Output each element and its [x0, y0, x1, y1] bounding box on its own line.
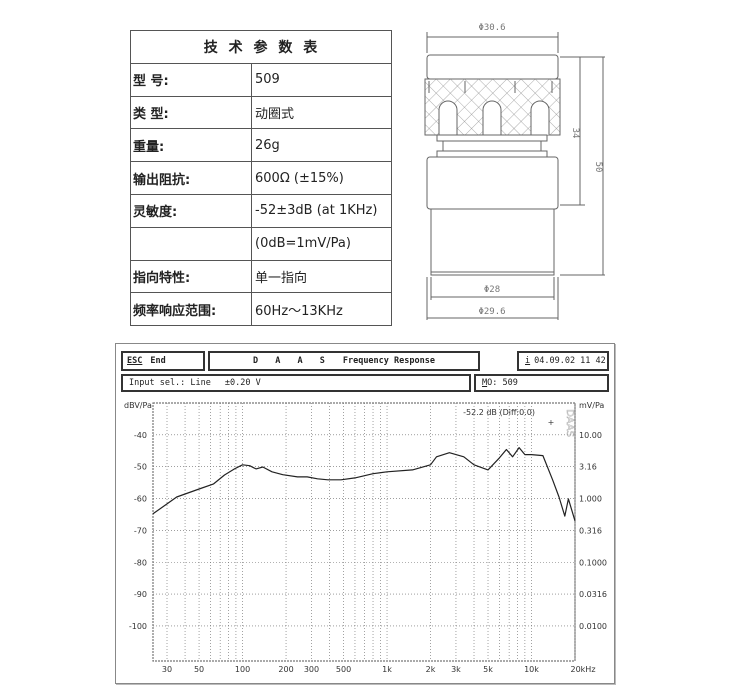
response-curve: [152, 446, 576, 522]
spec-label: 重量:: [130, 128, 252, 163]
x-tick: 20kHz: [570, 665, 595, 674]
y-axis-label-left: dBV/Pa: [124, 401, 152, 410]
spec-table-title: 技 术 参 数 表: [130, 30, 392, 64]
y-tick-left: -100: [129, 622, 147, 631]
input-sel: Input sel.: Line: [129, 378, 211, 388]
x-tick: 2k: [426, 665, 436, 674]
spec-row-type: 类 型:动圈式: [130, 95, 392, 130]
dim-height-inner-label: 34: [570, 128, 580, 139]
x-tick: 100: [235, 665, 250, 674]
x-tick: 300: [304, 665, 319, 674]
y-tick-left: -90: [134, 590, 147, 599]
spec-label: [130, 226, 252, 261]
title-label: Frequency Response: [342, 356, 435, 366]
spec-row-polar: 指向特性:单一指向: [130, 259, 392, 294]
input-select-box[interactable]: Input sel.: Line ±0.20 V: [121, 374, 471, 392]
spec-label: 指向特性:: [130, 259, 252, 294]
spec-label: 灵敏度:: [130, 193, 252, 228]
spec-value: 60Hz～13KHz: [251, 292, 392, 327]
end-label: End: [150, 356, 166, 366]
spec-value: 单一指向: [251, 259, 392, 294]
spec-row-freq: 频率响应范围:60Hz～13KHz: [130, 292, 392, 327]
y-tick-left: -70: [134, 526, 147, 535]
spec-value: 动圈式: [251, 95, 392, 130]
model-key: M: [482, 378, 488, 388]
x-tick: 500: [336, 665, 351, 674]
y-tick-left: -60: [134, 495, 147, 504]
y-tick-right: 0.0316: [579, 590, 607, 599]
analyzer-window: ESC End D A A S Frequency Response i 04.…: [115, 343, 615, 684]
x-tick: 10k: [524, 665, 539, 674]
input-range: ±0.20 V: [224, 378, 261, 388]
spec-value: 509: [251, 62, 392, 97]
spec-row-impedance: 输出阻抗:600Ω (±15%): [130, 161, 392, 195]
y-tick-right: 0.0100: [579, 622, 607, 631]
spec-row-weight: 重量:26g: [130, 128, 392, 163]
y-axis-label-right: mV/Pa: [579, 401, 604, 410]
datetime: 04.09.02 11 42: [534, 356, 606, 366]
x-tick: 30: [162, 665, 172, 674]
model-value: O: 509: [487, 378, 518, 388]
daas-watermark: DAAS: [564, 409, 575, 437]
datetime-box: i 04.09.02 11 42: [517, 351, 609, 371]
spec-label: 类 型:: [130, 95, 252, 130]
window-title: D A A S Frequency Response: [208, 351, 480, 371]
x-tick: 200: [278, 665, 293, 674]
spec-label: 频率响应范围:: [130, 292, 252, 327]
x-tick: 50: [194, 665, 204, 674]
spec-label: 输出阻抗:: [130, 161, 252, 195]
spec-label: 型 号:: [130, 62, 252, 97]
y-tick-right: 0.316: [579, 526, 602, 535]
esc-key: ESC: [127, 356, 143, 366]
dim-top-label: Φ30.6: [478, 23, 505, 33]
cursor-marker-icon: +: [548, 418, 555, 427]
info-icon: i: [525, 356, 531, 366]
brand-label: D A A S: [253, 356, 331, 366]
esc-end-button[interactable]: ESC End: [121, 351, 205, 371]
y-tick-left: -50: [134, 463, 147, 472]
spec-value: (0dB=1mV/Pa): [251, 226, 392, 261]
x-tick: 3k: [451, 665, 461, 674]
y-tick-right: 10.00: [579, 431, 602, 440]
spec-row-sensitivity-ref: (0dB=1mV/Pa): [130, 226, 392, 261]
dim-bottom-outer-label: Φ29.6: [478, 307, 505, 317]
x-tick: 5k: [483, 665, 493, 674]
cartridge-drawing: Φ30.6 Φ28 Φ29.6 34 50: [424, 23, 605, 320]
y-tick-right: 0.1000: [579, 558, 607, 567]
cursor-readout: -52.2 dB (Diff:0.0): [463, 408, 535, 417]
y-tick-right: 1.000: [579, 495, 602, 504]
dim-height-total-label: 50: [593, 162, 603, 173]
spec-value: 26g: [251, 128, 392, 163]
spec-value: 600Ω (±15%): [251, 161, 392, 195]
x-tick: 1k: [382, 665, 392, 674]
y-tick-left: -80: [134, 558, 147, 567]
spec-row-sensitivity: 灵敏度:-52±3dB (at 1KHz): [130, 193, 392, 228]
y-tick-left: -40: [134, 431, 147, 440]
spec-table: 技 术 参 数 表 型 号:509 类 型:动圈式 重量:26g 输出阻抗:60…: [130, 30, 392, 327]
frequency-response-chart: -40 -50 -60 -70 -80 -90 -100 dBV/Pa 10.00 3.16 1.0…: [124, 401, 607, 674]
spec-value: -52±3dB (at 1KHz): [251, 193, 392, 228]
plot-border: [152, 402, 576, 662]
dim-bottom-inner-label: Φ28: [484, 285, 500, 295]
y-tick-right: 3.16: [579, 463, 597, 472]
spec-row-model: 型 号:509: [130, 62, 392, 97]
